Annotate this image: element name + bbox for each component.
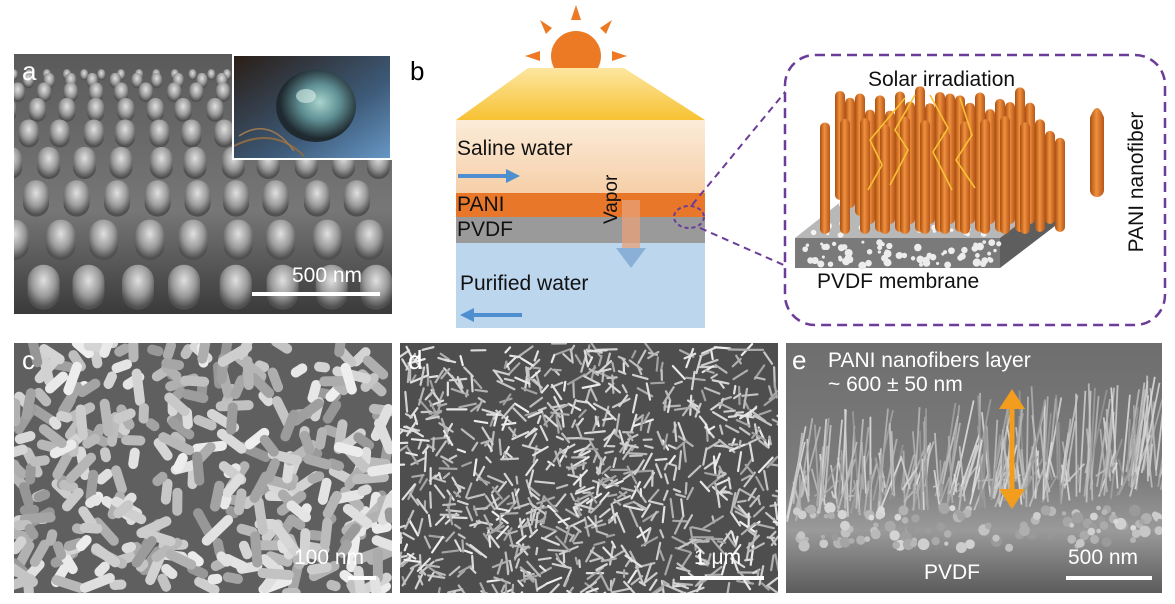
pani-nanofibers-array: [820, 86, 1065, 234]
panel-e-scale-label: 500 nm: [1068, 546, 1139, 569]
pani-layer-label: PANI nanofibers layer: [828, 349, 1031, 372]
panel-e-sem-image: e PANI nanofibers layer ~ 600 ± 50 nm PV…: [786, 343, 1162, 593]
panel-c-scale-bar: [348, 576, 376, 580]
purified-flow-arrow: [460, 308, 522, 322]
solar-irradiation-label: Solar irradiation: [868, 68, 1016, 91]
panel-d-scale-bar: [680, 576, 764, 580]
single-pani-nanofiber-icon: [1090, 108, 1104, 197]
light-beam: [456, 68, 705, 120]
panel-c-nanofiber-texture: [14, 343, 392, 593]
panel-c-scale-label: 100 nm: [294, 546, 365, 569]
panel-d-sem-image: d 1 μm: [400, 343, 778, 593]
vapor-arrow: [616, 200, 646, 268]
panel-a-scale-bar: [252, 292, 380, 296]
solar-rays: [867, 94, 976, 191]
panel-b-schematic: b Saline water PANI PVDF Vapor Purified …: [400, 0, 1170, 335]
pani-nanofiber-label: PANI nanofiber: [1125, 111, 1148, 253]
panel-b-letter: b: [410, 56, 425, 86]
panel-a-sem-image: a 500 nm: [14, 54, 392, 314]
saline-water-label: Saline water: [457, 137, 573, 160]
thickness-arrow: [999, 389, 1025, 509]
pvdf-layer: [456, 217, 705, 243]
panel-d-scale-label: 1 μm: [694, 546, 742, 569]
panel-e-scale-bar: [1066, 576, 1152, 580]
panel-a-inset-eye-photo: [232, 54, 392, 160]
vapor-label: Vapor: [601, 174, 622, 224]
panel-e-cross-section-texture: [786, 343, 1162, 593]
panel-d-letter: d: [408, 345, 423, 375]
pvdf-membrane-label: PVDF membrane: [817, 270, 980, 293]
zoom-region-marker: [673, 205, 705, 229]
pani-layer: [456, 193, 705, 217]
panel-c-sem-image: c 100 nm: [14, 343, 392, 593]
pvdf-label: PVDF: [457, 218, 514, 241]
panel-a-letter: a: [22, 56, 37, 86]
pvdf-substrate-label: PVDF: [924, 561, 981, 584]
saline-flow-arrow: [458, 169, 520, 183]
pani-label: PANI: [457, 193, 505, 216]
panel-b-drawing: [456, 5, 1167, 328]
purified-water-label: Purified water: [460, 272, 589, 295]
panel-d-nanofiber-texture: [400, 343, 778, 593]
layer-thickness-label: ~ 600 ± 50 nm: [828, 373, 963, 396]
panel-e-letter: e: [792, 345, 807, 375]
panel-a-scale-label: 500 nm: [292, 264, 363, 287]
panel-c-letter: c: [22, 345, 35, 375]
